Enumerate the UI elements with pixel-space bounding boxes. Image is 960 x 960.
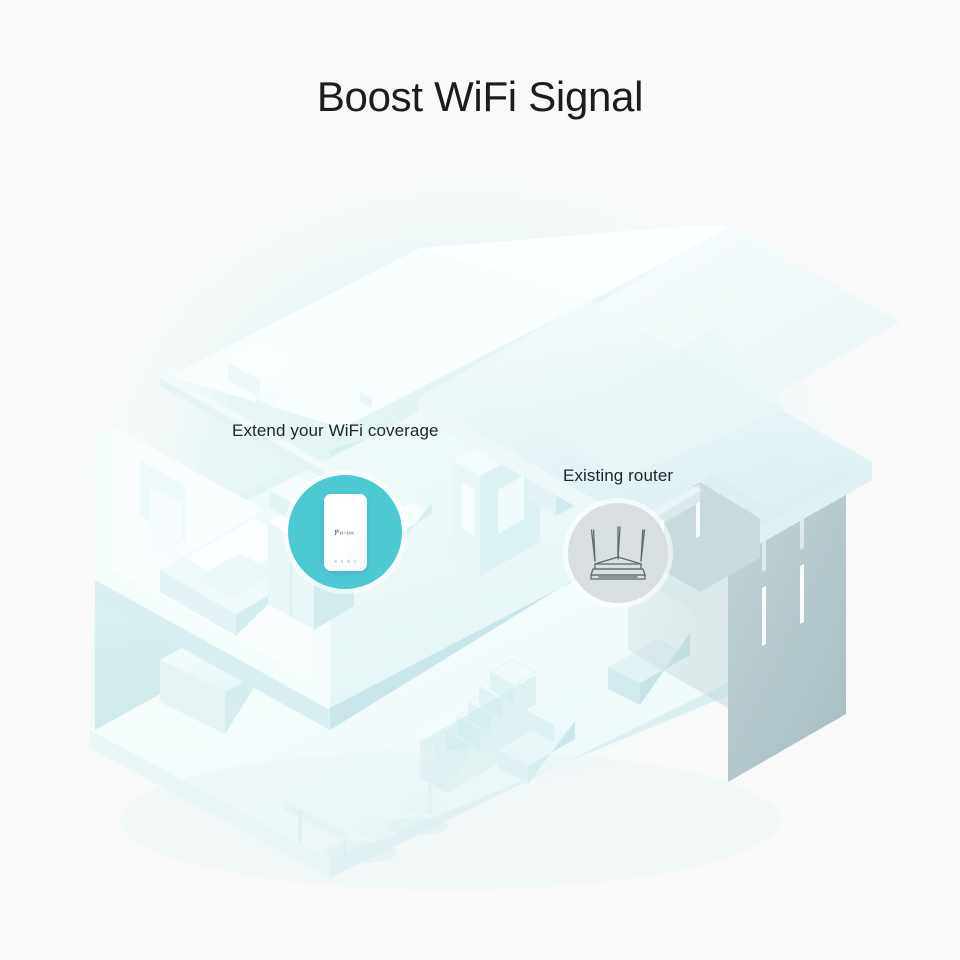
roof-block bbox=[228, 344, 292, 398]
staircase bbox=[420, 658, 537, 793]
extender-led-indicators bbox=[324, 560, 367, 563]
house-illustration bbox=[0, 130, 960, 960]
wireless-router-icon[interactable] bbox=[568, 503, 668, 603]
dining-set bbox=[285, 746, 448, 870]
hall-partitions bbox=[498, 686, 596, 784]
page-title: Boost WiFi Signal bbox=[316, 73, 644, 121]
ground-floor bbox=[90, 530, 790, 878]
extender-device-body bbox=[323, 493, 367, 571]
router-glyph bbox=[590, 526, 646, 580]
extender-callout-label: Extend your WiFi coverage bbox=[232, 421, 439, 440]
ceiling-fixtures bbox=[256, 384, 386, 418]
ground-shadow bbox=[120, 750, 780, 890]
tp-link-logo bbox=[334, 529, 354, 535]
router-callout-label: Existing router bbox=[563, 466, 674, 485]
wifi-range-extender-icon[interactable] bbox=[288, 475, 402, 589]
